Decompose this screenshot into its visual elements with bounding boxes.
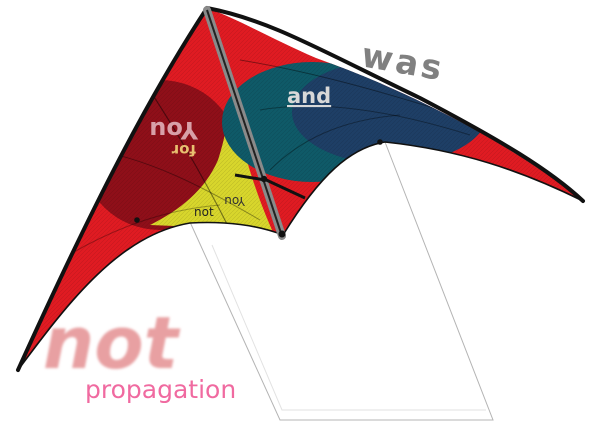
label-you-left: You xyxy=(149,116,199,144)
label-propagation: propagation xyxy=(85,375,236,404)
kite-frame xyxy=(16,6,209,372)
bridle-line-inner xyxy=(211,244,486,411)
label-not-big: not xyxy=(43,301,181,385)
label-not-small: not xyxy=(194,205,214,219)
label-you-small: You xyxy=(224,194,246,208)
label-for: for xyxy=(171,141,196,159)
bridle-line xyxy=(189,141,494,421)
label-and: and xyxy=(287,84,331,108)
